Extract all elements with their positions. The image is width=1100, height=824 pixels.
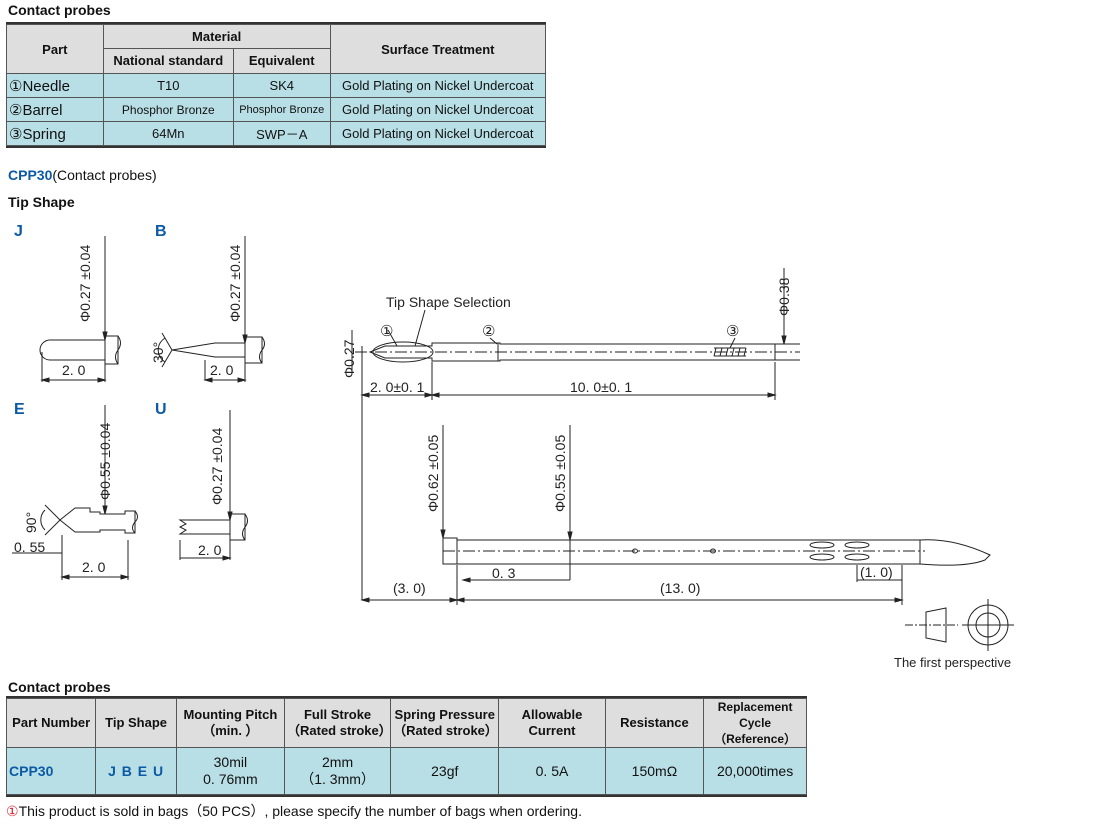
cell-equivalent: SK4 xyxy=(232,73,331,98)
cell-national: Phosphor Bronze xyxy=(102,97,234,122)
perspective-label: The first perspective xyxy=(894,655,1011,670)
assembly-dim-main: 10. 0±0. 1 xyxy=(570,379,632,395)
barrel-drawing xyxy=(360,425,991,605)
header-surface: Surface Treatment xyxy=(329,24,547,74)
tip-b-dia: Φ0.27 ±0.04 xyxy=(227,245,243,322)
tip-e-angle: 90° xyxy=(23,512,39,533)
header-allowable-current: Allowable Current xyxy=(498,698,606,748)
callout-2: ② xyxy=(482,323,495,340)
product-line: CPP30(Contact probes) xyxy=(8,167,157,183)
tip-b-drawing xyxy=(157,236,265,383)
assembly-body-dia: Φ0.38 xyxy=(776,277,792,316)
table-row: ③Spring 64Mn SWP－A Gold Plating on Nicke… xyxy=(6,121,547,146)
barrel-head-dia: Φ0.62 ±0.05 xyxy=(425,435,441,512)
barrel-dim-main: (13. 0) xyxy=(660,580,700,596)
tip-b-len: 2. 0 xyxy=(210,362,234,378)
tip-j-label: J xyxy=(14,223,23,240)
cell-national: T10 xyxy=(102,73,234,98)
assembly-probe-drawing xyxy=(351,268,800,600)
tip-e-len: 2. 0 xyxy=(82,559,106,575)
material-table: Part Material Surface Treatment National… xyxy=(6,24,547,146)
cell-part: ②Barrel xyxy=(6,97,104,122)
callout-1: ① xyxy=(380,323,393,340)
footnote: ①This product is sold in bags（50 PCS）, p… xyxy=(6,801,582,821)
cell-current: 0. 5A xyxy=(498,747,606,795)
cell-pressure: 23gf xyxy=(390,747,500,795)
assembly-tip-dia: Φ0.27 xyxy=(341,339,357,378)
tip-u-len: 2. 0 xyxy=(198,542,222,558)
cell-cycle: 20,000times xyxy=(703,747,807,795)
tip-j-drawing xyxy=(39,236,121,383)
cell-part: ③Spring xyxy=(6,121,104,146)
tip-e-drawing xyxy=(12,405,138,580)
barrel-body-dia: Φ0.55 ±0.05 xyxy=(552,435,568,512)
barrel-dim-end: (1. 0) xyxy=(860,564,893,580)
cell-tip-shape: J B E U xyxy=(95,747,177,795)
product-desc: (Contact probes) xyxy=(52,167,157,183)
tip-e-tip-len: 0. 55 xyxy=(14,539,45,555)
header-resistance: Resistance xyxy=(604,698,705,748)
cell-part-number: CPP30 xyxy=(5,747,97,795)
cell-stroke: 2mm （1. 3mm） xyxy=(283,747,392,795)
tip-j-len: 2. 0 xyxy=(62,362,86,378)
table-row: CPP30 J B E U 30mil 0. 76mm 2mm （1. 3mm）… xyxy=(5,747,807,795)
tip-b-angle: 30° xyxy=(150,342,166,363)
tip-u-drawing xyxy=(178,410,248,561)
tip-u-label: U xyxy=(155,401,167,418)
header-material: Material xyxy=(102,24,331,49)
barrel-dim-head: (3. 0) xyxy=(393,580,426,596)
barrel-dim-step: 0. 3 xyxy=(492,565,516,581)
cell-equivalent: Phosphor Bronze xyxy=(232,97,331,122)
header-part-number: Part Number xyxy=(5,698,97,748)
cell-surface: Gold Plating on Nickel Undercoat xyxy=(329,121,547,146)
first-perspective-symbol xyxy=(905,599,1014,651)
table-row: ②Barrel Phosphor Bronze Phosphor Bronze … xyxy=(6,97,547,122)
tip-selection-label: Tip Shape Selection xyxy=(386,294,511,310)
technical-drawing: J B E U Φ0.27 ±0.04 2. 0 Φ0.27 ±0.04 2. … xyxy=(12,223,1014,670)
spec-table-frame: Part Number Tip Shape Mounting Pitch （mi… xyxy=(5,696,807,797)
material-table-frame: Part Material Surface Treatment National… xyxy=(6,22,547,148)
footnote-text: This product is sold in bags（50 PCS）, pl… xyxy=(18,803,582,819)
assembly-dim-tip: 2. 0±0. 1 xyxy=(370,379,425,395)
header-national: National standard xyxy=(102,47,234,75)
cell-surface: Gold Plating on Nickel Undercoat xyxy=(329,73,547,98)
header-full-stroke: Full Stroke （Rated stroke） xyxy=(283,698,392,748)
header-replacement-cycle: Replacement Cycle（Reference） xyxy=(703,698,807,748)
table-row: ①Needle T10 SK4 Gold Plating on Nickel U… xyxy=(6,73,547,98)
header-mounting-pitch: Mounting Pitch （min. ） xyxy=(175,698,286,748)
cell-resistance: 150mΩ xyxy=(604,747,705,795)
header-part: Part xyxy=(6,24,104,74)
spec-section-title: Contact probes xyxy=(8,679,111,695)
header-spring-pressure: Spring Pressure （Rated stroke） xyxy=(390,698,500,748)
tip-e-label: E xyxy=(14,401,25,418)
tip-b-label: B xyxy=(155,223,167,240)
cell-equivalent: SWP－A xyxy=(232,121,331,146)
spec-table: Part Number Tip Shape Mounting Pitch （mi… xyxy=(5,698,807,795)
tip-u-dia: Φ0.27 ±0.04 xyxy=(209,428,225,505)
cell-pitch: 30mil 0. 76mm xyxy=(175,747,286,795)
tip-j-dia: Φ0.27 ±0.04 xyxy=(77,245,93,322)
cell-surface: Gold Plating on Nickel Undercoat xyxy=(329,97,547,122)
callout-3: ③ xyxy=(726,323,739,340)
tip-shape-title: Tip Shape xyxy=(8,194,75,210)
tip-e-dia: Φ0.55 ±0.04 xyxy=(97,423,113,500)
header-tip-shape: Tip Shape xyxy=(95,698,177,748)
material-section-title: Contact probes xyxy=(8,2,111,18)
footnote-mark: ① xyxy=(6,803,19,819)
cell-national: 64Mn xyxy=(102,121,234,146)
product-code: CPP30 xyxy=(8,167,53,183)
header-equivalent: Equivalent xyxy=(232,47,331,75)
cell-part: ①Needle xyxy=(6,73,104,98)
